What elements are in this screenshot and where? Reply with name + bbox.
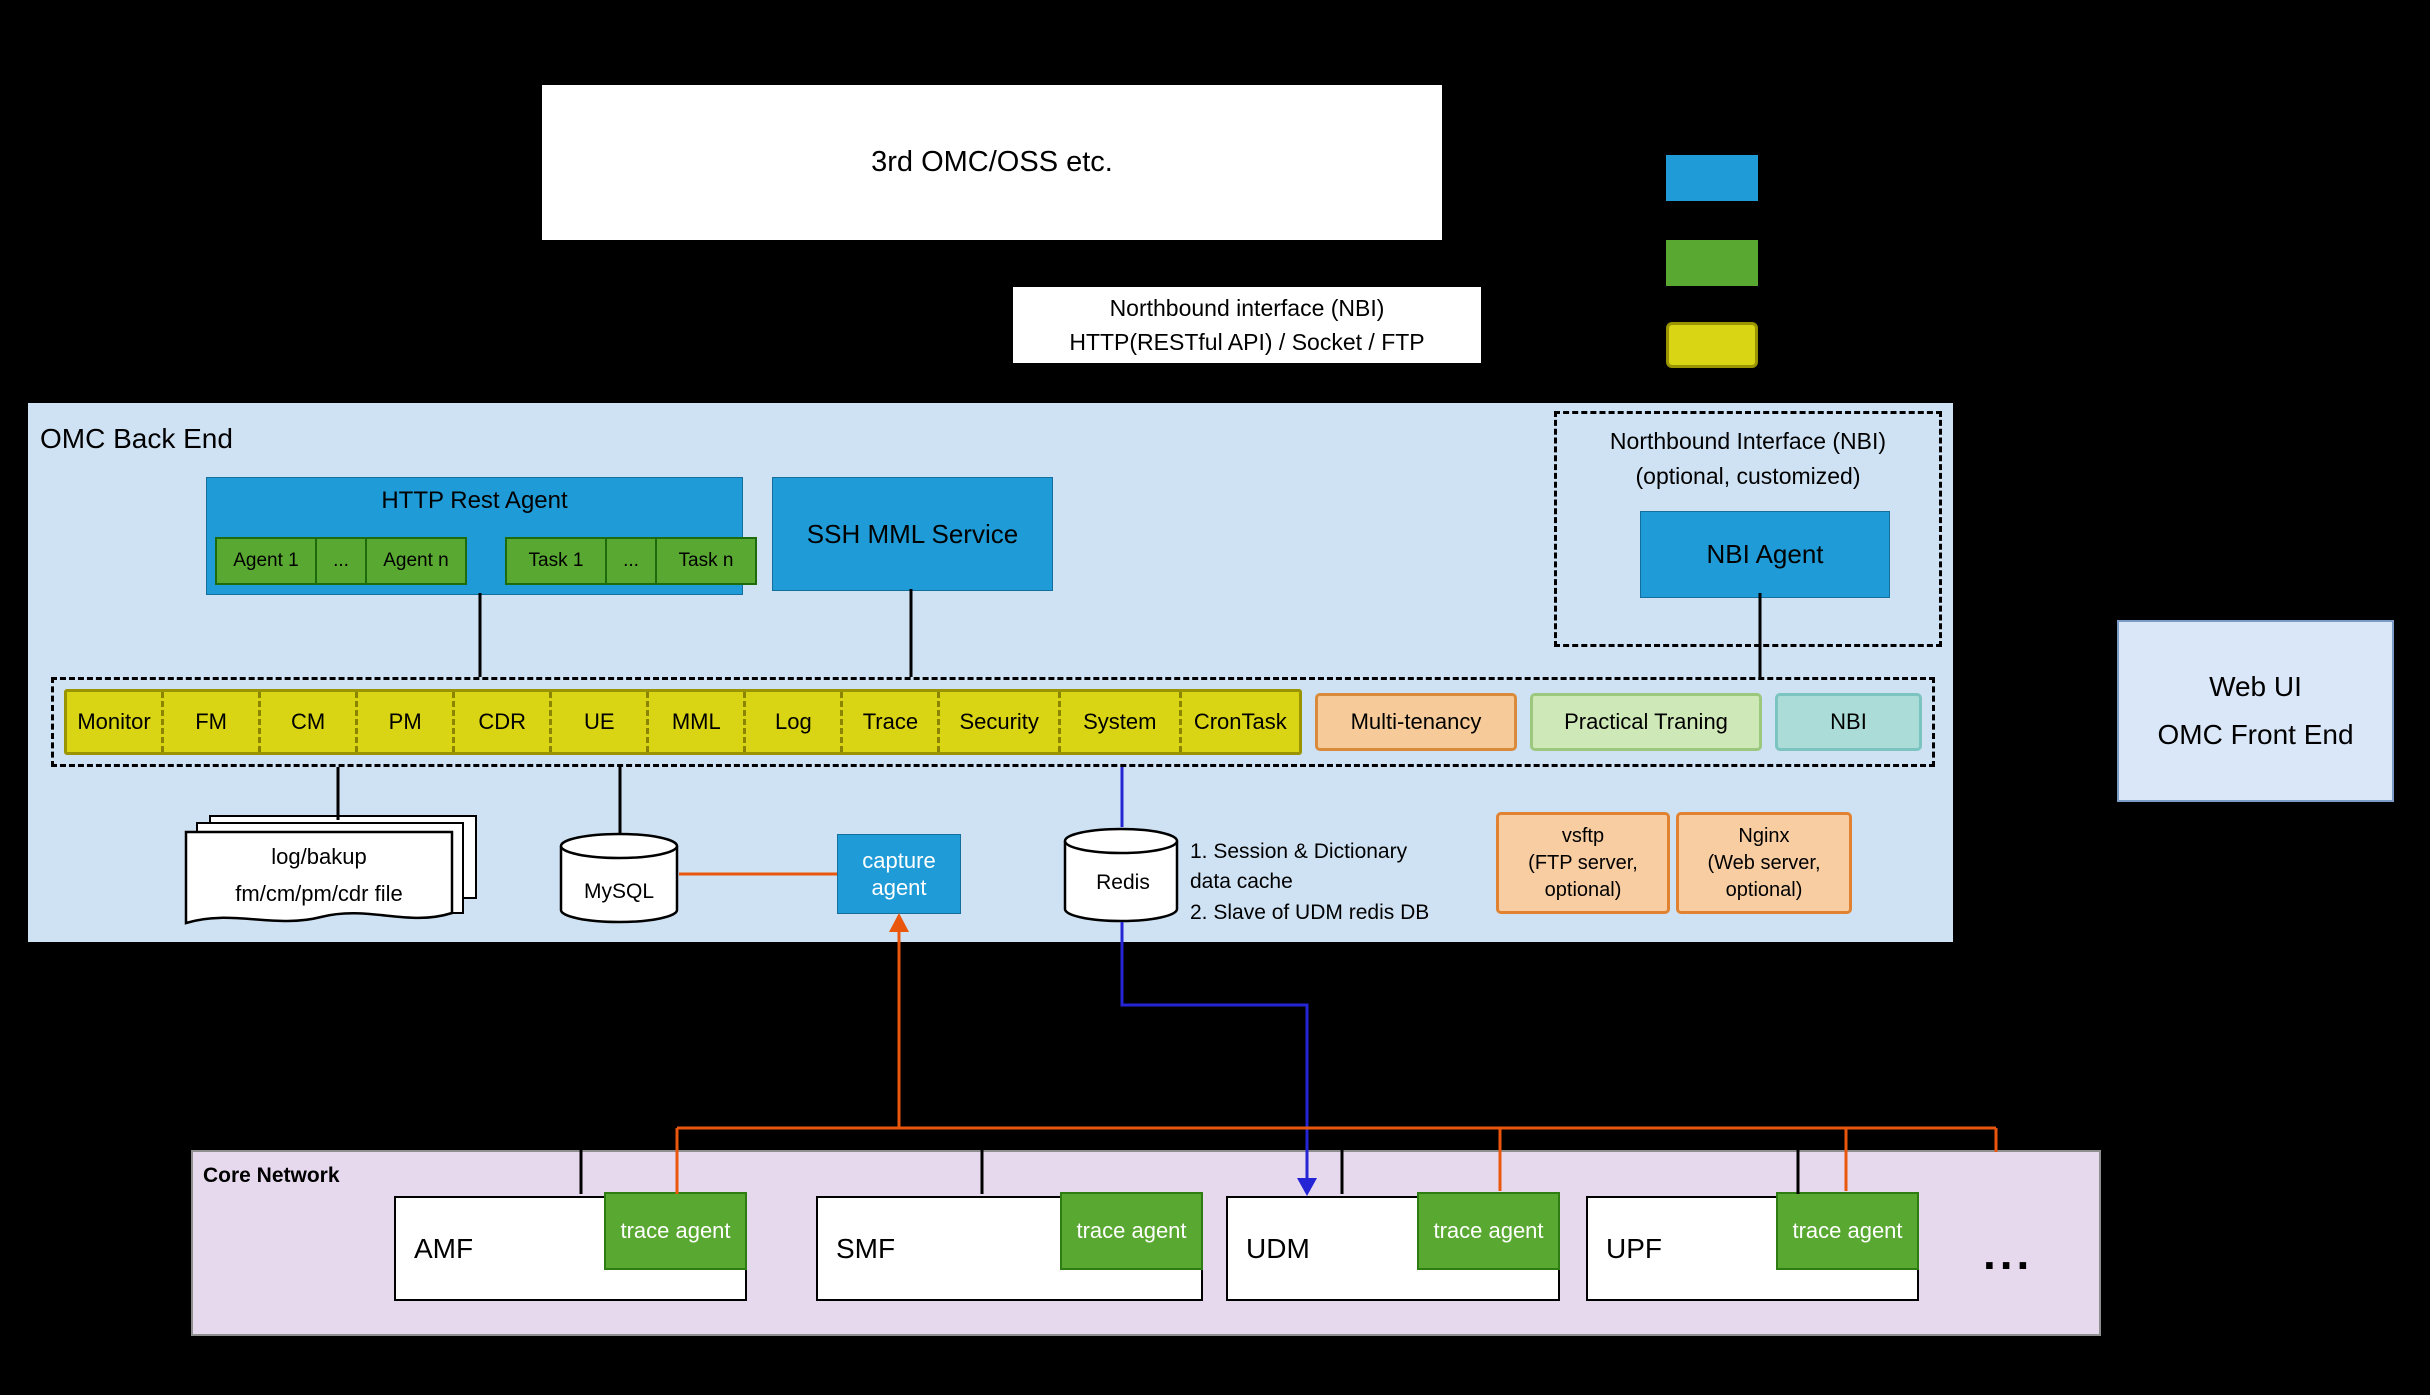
agent-n-box: Agent n <box>365 537 467 585</box>
nbi-optional-line2: (optional, customized) <box>1635 462 1861 489</box>
agent-ellipsis-box: ... <box>315 537 367 585</box>
log-backup-files-shape: log/bakup fm/cm/pm/cdr file <box>183 815 483 933</box>
redis-label: Redis <box>1096 871 1150 894</box>
node-udm-label: UDM <box>1246 1232 1310 1264</box>
trace-agent-label: trace agent <box>620 1218 731 1244</box>
trace-agent-label: trace agent <box>1076 1218 1187 1244</box>
module-crontask: CronTask <box>1178 692 1300 752</box>
file-page-front <box>184 830 454 925</box>
nbi-banner-line2: HTTP(RESTful API) / Socket / FTP <box>1069 329 1425 355</box>
omc-back-end-title: OMC Back End <box>40 423 233 454</box>
module-practical-training: Practical Traning <box>1530 693 1762 751</box>
nbi-agent-label: NBI Agent <box>1706 539 1824 569</box>
modules-row: Monitor FM CM PM CDR UE MML Log Trace Se… <box>51 677 1935 767</box>
module-nbi: NBI <box>1775 693 1922 751</box>
module-pm: PM <box>355 692 452 752</box>
node-amf-trace-agent: trace agent <box>604 1192 747 1270</box>
node-smf-label: SMF <box>836 1232 896 1264</box>
web-ui-line1: Web UI <box>2209 671 2302 703</box>
trace-agent-label: trace agent <box>1433 1218 1544 1244</box>
redis-cylinder: Redis <box>1062 827 1184 923</box>
module-monitor: Monitor <box>77 709 151 734</box>
vsftp-line2: (FTP server, <box>1528 851 1638 874</box>
files-label: log/bakup fm/cm/pm/cdr file <box>183 829 455 921</box>
node-upf: UPF trace agent <box>1586 1192 1919 1301</box>
module-cm: CM <box>258 692 355 752</box>
nbi-optional-section: Northbound Interface (NBI) (optional, cu… <box>1554 411 1942 647</box>
legend-blue-swatch <box>1666 155 1758 201</box>
task-1-box: Task 1 <box>505 537 607 585</box>
http-rest-agent-children: Agent 1 ... Agent n Task 1 ... Task n <box>215 537 757 585</box>
capture-agent-box: capture agent <box>837 834 961 914</box>
mysql-cylinder-shape <box>559 832 679 924</box>
redis-note-line3: 2. Slave of UDM redis DB <box>1190 900 1430 924</box>
node-udm: UDM trace agent <box>1226 1192 1560 1301</box>
files-label-line2: fm/cm/pm/cdr file <box>235 881 403 906</box>
task-ellipsis-box: ... <box>605 537 657 585</box>
module-multi-tenancy: Multi-tenancy <box>1315 693 1517 751</box>
ssh-mml-service-box: SSH MML Service <box>772 477 1053 591</box>
module-trace: Trace <box>840 692 937 752</box>
nbi-banner-line1: Northbound interface (NBI) <box>1109 294 1385 321</box>
core-network-title: Core Network <box>203 1164 340 1187</box>
module-cdr: CDR <box>452 692 549 752</box>
vsftp-box: vsftp (FTP server, optional) <box>1496 812 1670 914</box>
node-upf-label: UPF <box>1606 1232 1662 1264</box>
nbi-agent-box: NBI Agent <box>1640 511 1890 598</box>
third-party-omc-box: 3rd OMC/OSS etc. <box>542 85 1442 240</box>
module-log: Log <box>743 692 840 752</box>
core-network-ellipsis: ... <box>1983 1227 2034 1279</box>
http-rest-agent-box: HTTP Rest Agent Agent 1 ... Agent n Task… <box>206 477 757 595</box>
web-ui-line2: OMC Front End <box>2157 719 2354 750</box>
nginx-line2: (Web server, <box>1707 851 1821 874</box>
redis-note-line1: 1. Session & Dictionary <box>1190 840 1408 863</box>
module-fm: FM <box>161 692 258 752</box>
module-system: System <box>1057 692 1179 752</box>
task-n-box: Task n <box>655 537 757 585</box>
node-udm-trace-agent: trace agent <box>1417 1192 1560 1270</box>
third-party-omc-label: 3rd OMC/OSS etc. <box>871 146 1113 178</box>
module-mml: MML <box>646 692 743 752</box>
line-redis-to-udm <box>1120 922 1309 1180</box>
capture-agent-label: capture agent <box>862 847 936 901</box>
mysql-label: MySQL <box>583 880 654 903</box>
node-smf: SMF trace agent <box>816 1192 1203 1301</box>
redis-cylinder-shape <box>1063 827 1179 923</box>
files-label-line1: log/bakup <box>271 843 367 869</box>
redis-note: 1. Session & Dictionary data cache 2. Sl… <box>1190 837 1480 928</box>
nbi-optional-title: Northbound Interface (NBI) (optional, cu… <box>1557 414 1939 493</box>
module-ue: UE <box>549 692 646 752</box>
http-rest-agent-title: HTTP Rest Agent <box>381 487 568 514</box>
yellow-module-strip: Monitor FM CM PM CDR UE MML Log Trace Se… <box>64 689 1302 755</box>
trace-agent-label: trace agent <box>1792 1218 1903 1244</box>
vsftp-line1: vsftp <box>1561 824 1605 847</box>
vsftp-line3: optional) <box>1544 878 1622 901</box>
agent-1-box: Agent 1 <box>215 537 317 585</box>
omc-back-end-panel: OMC Back End HTTP Rest Agent Agent 1 ...… <box>28 403 1953 942</box>
module-security: Security <box>937 692 1058 752</box>
node-amf: AMF trace agent <box>394 1192 747 1301</box>
legend-green-swatch <box>1666 240 1758 286</box>
node-amf-label: AMF <box>414 1232 474 1264</box>
nginx-line1: Nginx <box>1738 824 1790 847</box>
nginx-line3: optional) <box>1725 878 1803 901</box>
web-ui-front-end-box: Web UI OMC Front End <box>2117 620 2394 802</box>
node-upf-trace-agent: trace agent <box>1776 1192 1919 1270</box>
nbi-banner: Northbound interface (NBI) HTTP(RESTful … <box>1013 287 1481 363</box>
ssh-mml-service-label: SSH MML Service <box>806 518 1019 549</box>
nginx-box: Nginx (Web server, optional) <box>1676 812 1852 914</box>
legend-yellow-swatch <box>1666 322 1758 368</box>
mysql-cylinder: MySQL <box>558 832 680 924</box>
node-smf-trace-agent: trace agent <box>1060 1192 1203 1270</box>
redis-note-line2: data cache <box>1190 870 1293 894</box>
nbi-optional-line1: Northbound Interface (NBI) <box>1609 428 1887 454</box>
core-network-panel: Core Network AMF trace agent SMF trace a… <box>191 1150 2101 1336</box>
